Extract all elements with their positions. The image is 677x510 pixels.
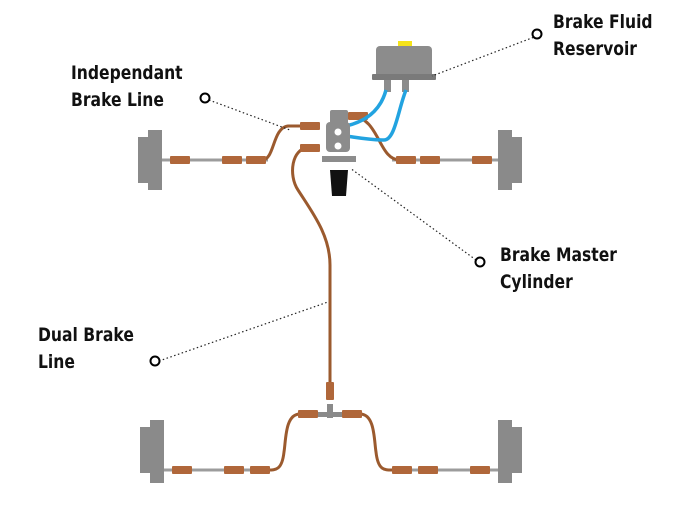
- dual-line-label-line1: Dual Brake: [38, 324, 134, 346]
- reservoir-callout-marker: [531, 28, 543, 40]
- dual-line-label-line2: Line: [38, 351, 75, 373]
- dual-brake-line: [291, 146, 332, 392]
- master-cylinder-label-line1: Brake Master: [500, 244, 618, 266]
- fluid-line-secondary: [345, 89, 408, 142]
- rear-right-wheel: [498, 420, 522, 483]
- rear-right-brake-line: [359, 412, 393, 472]
- independent-brake-line: [261, 124, 306, 162]
- independent-line-label: Independant Brake Line: [71, 60, 183, 114]
- rear-left-wheel: [140, 420, 164, 483]
- independent-line-label-line1: Independant: [71, 62, 183, 84]
- fluid-line-primary: [345, 89, 388, 128]
- independent-line-callout-marker: [199, 92, 211, 104]
- master-cylinder-label-line2: Cylinder: [500, 271, 573, 293]
- master-cylinder-label: Brake Master Cylinder: [500, 242, 617, 296]
- dual-line-label: Dual Brake Line: [38, 322, 134, 376]
- brake-fluid-reservoir: [372, 41, 436, 92]
- reservoir-label-line2: Reservoir: [553, 38, 637, 60]
- rear-left-brake-line: [267, 412, 301, 472]
- independent-line-label-line2: Brake Line: [71, 89, 164, 111]
- dual-line-callout-marker: [149, 355, 161, 367]
- master-cylinder-callout-marker: [474, 256, 486, 268]
- reservoir-label-line1: Brake Fluid: [553, 11, 653, 33]
- rear-tee-junction: [318, 404, 342, 418]
- front-right-wheel: [498, 130, 522, 190]
- brake-master-cylinder: [322, 110, 356, 196]
- reservoir-label: Brake Fluid Reservoir: [553, 9, 653, 63]
- callout-leaders: [158, 35, 538, 362]
- front-left-wheel: [138, 130, 162, 190]
